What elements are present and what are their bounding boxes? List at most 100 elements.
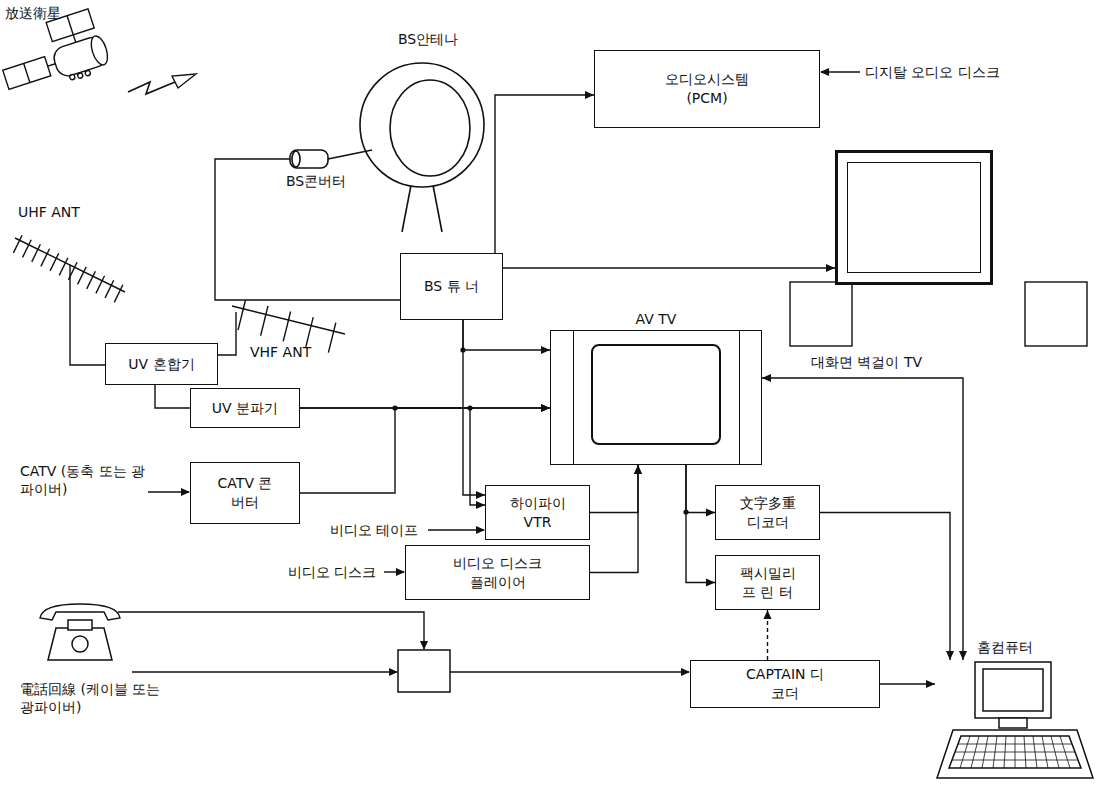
tv-side-panel bbox=[573, 331, 574, 464]
telephone bbox=[40, 604, 120, 660]
computer-drawing bbox=[935, 660, 1095, 785]
uhf-wire bbox=[70, 265, 105, 365]
connector-line bbox=[503, 267, 835, 268]
key-column bbox=[993, 736, 997, 768]
arrowhead bbox=[959, 651, 967, 660]
connector-line bbox=[820, 513, 950, 661]
vtr-box: 하이파이 VTR bbox=[485, 485, 590, 540]
box-label: 文字多重 디코더 bbox=[734, 494, 802, 532]
wave-arrowhead bbox=[172, 74, 196, 88]
key-column bbox=[1015, 736, 1016, 768]
key-column bbox=[1033, 736, 1037, 768]
tv-side-panel bbox=[739, 331, 740, 464]
arrowhead bbox=[946, 651, 954, 660]
connector bbox=[300, 408, 485, 509]
box-label: 대화면 벽걸이 TV bbox=[811, 353, 922, 372]
tape-arrow bbox=[428, 529, 484, 530]
arrowhead bbox=[634, 465, 642, 474]
arrowhead bbox=[634, 465, 642, 474]
computer-part bbox=[949, 736, 1081, 768]
bs-dish bbox=[290, 63, 484, 232]
key-column bbox=[1042, 736, 1048, 768]
audio-disc-arrow bbox=[821, 71, 860, 72]
key-column bbox=[1051, 736, 1059, 768]
connector-line bbox=[590, 465, 638, 513]
splitter-box: UV 분파기 bbox=[190, 388, 300, 428]
antenna-element bbox=[238, 300, 245, 330]
connector bbox=[463, 320, 550, 354]
computer-part bbox=[975, 662, 1051, 718]
wall-tv: 대화면 벽걸이 TV bbox=[835, 150, 993, 285]
key-column bbox=[982, 736, 988, 768]
speaker bbox=[1025, 282, 1087, 346]
box-label: AV TV bbox=[551, 310, 761, 329]
box-label: CAPTAIN 디코더 bbox=[744, 665, 826, 703]
antenna-element bbox=[32, 244, 41, 262]
connector bbox=[495, 91, 594, 253]
converter-box: CATV 콘버터 bbox=[190, 462, 300, 524]
connector bbox=[590, 465, 642, 513]
connector-line bbox=[495, 95, 594, 253]
tv-screen bbox=[591, 344, 721, 445]
connector bbox=[880, 680, 935, 688]
printer-box: 팩시밀리 프 린 터 bbox=[715, 555, 820, 610]
antenna-element bbox=[283, 311, 290, 341]
connector-line bbox=[686, 465, 715, 513]
annotation: BS콘버터 bbox=[286, 172, 346, 190]
arrowhead bbox=[762, 374, 771, 382]
av-tv: AV TV bbox=[550, 330, 762, 465]
box-label: 홈컴퓨터 bbox=[977, 638, 1033, 657]
arrowhead bbox=[541, 404, 550, 412]
antenna-element bbox=[23, 240, 32, 258]
radio-wave bbox=[128, 82, 175, 94]
box-label: CATV 콘버터 bbox=[214, 474, 276, 512]
arrowhead bbox=[476, 501, 485, 509]
arrowhead bbox=[476, 491, 485, 499]
tv-screen bbox=[847, 162, 981, 273]
connector-line bbox=[300, 408, 550, 493]
antenna-element bbox=[59, 258, 68, 276]
antenna-element bbox=[328, 323, 335, 353]
annotation: 放送衛星 bbox=[5, 4, 61, 22]
phone-line-arrow bbox=[132, 671, 397, 672]
antenna-element bbox=[87, 271, 96, 289]
arrowhead bbox=[706, 509, 715, 517]
annotation: 電話回線 (케이블 또는 광파이버) bbox=[20, 680, 172, 716]
junction-to-captain bbox=[450, 671, 689, 672]
home-computer: 홈컴퓨터 bbox=[935, 660, 1095, 785]
annotation: CATV (동축 또는 광파이버) bbox=[20, 462, 156, 498]
antenna-element bbox=[41, 249, 50, 267]
disc-arrow bbox=[384, 571, 404, 572]
tuner-box: BS 튜 너 bbox=[400, 253, 503, 320]
key-column bbox=[1004, 736, 1006, 768]
computer-part bbox=[999, 718, 1027, 728]
box-label: BS 튜 너 bbox=[407, 277, 497, 296]
arrowhead bbox=[706, 579, 715, 587]
connector bbox=[503, 264, 835, 272]
antenna-element bbox=[105, 280, 114, 298]
box-label: 비디오 디스크 플레이어 bbox=[448, 554, 548, 592]
connector-line bbox=[590, 465, 638, 573]
box-label: 팩시밀리 프 린 터 bbox=[733, 564, 803, 602]
connector bbox=[590, 465, 642, 573]
arrowhead bbox=[764, 610, 772, 619]
connector bbox=[820, 513, 954, 661]
catv-arrow bbox=[148, 491, 189, 492]
connector bbox=[764, 610, 772, 660]
line-junction-box bbox=[398, 650, 450, 692]
annotation: VHF ANT bbox=[250, 343, 311, 361]
connector-line bbox=[300, 408, 485, 505]
mixer-box: UV 혼합기 bbox=[105, 343, 218, 385]
antenna-element bbox=[78, 267, 87, 285]
uhf-antenna bbox=[13, 235, 125, 302]
box-label: 오디오시스템 (PCM) bbox=[657, 70, 757, 108]
connector-line bbox=[463, 320, 550, 350]
connector bbox=[686, 465, 715, 517]
connector bbox=[463, 320, 485, 499]
annotation: 비디오 디스크 bbox=[288, 563, 376, 581]
arrowhead bbox=[926, 680, 935, 688]
key-column bbox=[1024, 736, 1026, 768]
connector bbox=[300, 404, 550, 493]
decoder-box: 文字多重 디코더 bbox=[715, 485, 820, 540]
